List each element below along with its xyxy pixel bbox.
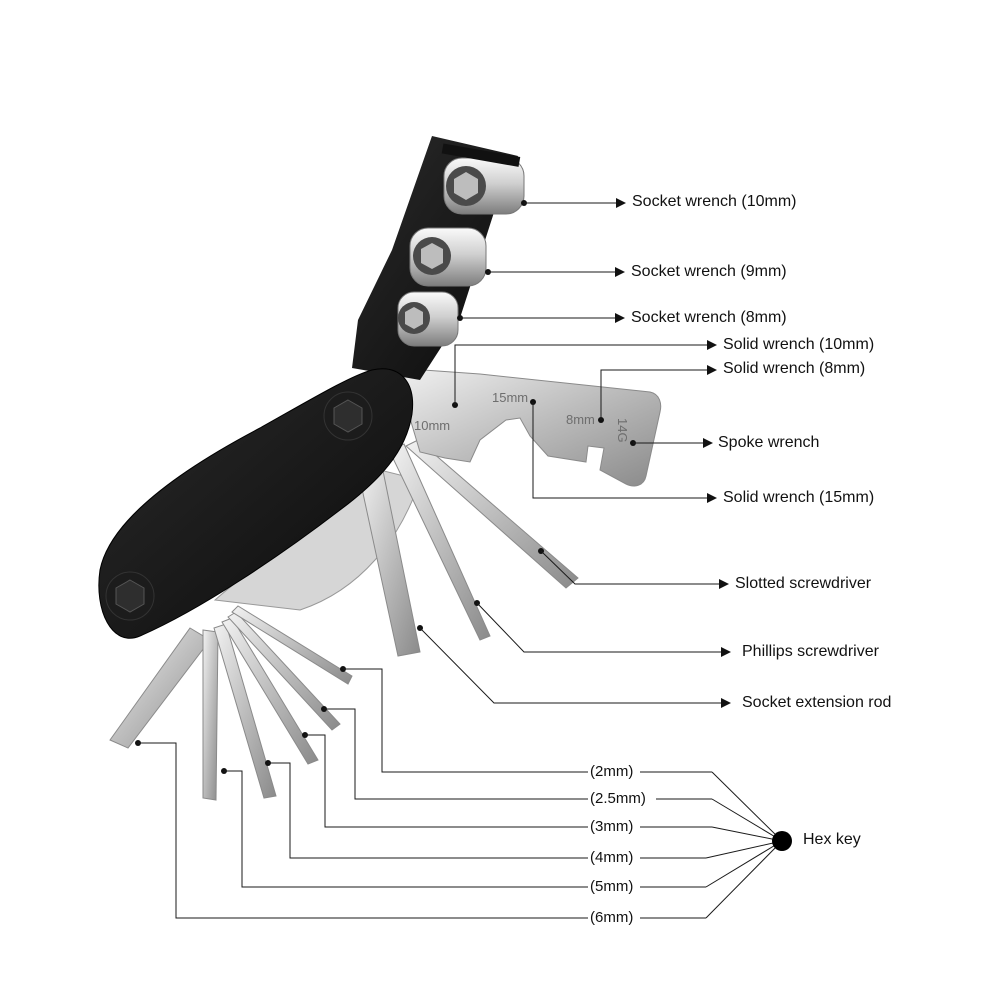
leader-hex-2mm bbox=[340, 666, 712, 773]
engraving-14g: 14G bbox=[615, 418, 630, 443]
label-hex-key: Hex key bbox=[803, 831, 861, 848]
leader-socket-9mm bbox=[485, 267, 625, 277]
bolt-upper bbox=[323, 391, 373, 441]
socket-8mm bbox=[397, 291, 459, 347]
label-slotted-screwdriver: Slotted screwdriver bbox=[735, 575, 872, 592]
label-solid-wrench-10mm: Solid wrench (10mm) bbox=[723, 336, 875, 353]
socket-10mm bbox=[443, 157, 525, 215]
label-hex-3mm: (3mm) bbox=[589, 818, 635, 836]
label-socket-extension-rod: Socket extension rod bbox=[742, 694, 892, 711]
main-handle bbox=[98, 368, 414, 639]
leader-solid-wrench-15mm bbox=[530, 399, 717, 503]
engraving-10mm: 10mm bbox=[414, 418, 450, 433]
label-hex-4mm: (4mm) bbox=[589, 849, 635, 867]
slotted-screwdriver-shape bbox=[405, 439, 579, 589]
callout-leader-lines bbox=[135, 198, 792, 919]
label-hex-2-5mm: (2.5mm) bbox=[589, 790, 647, 808]
solid-wrench-plate: 10mm 15mm 8mm 14G bbox=[394, 367, 662, 487]
leader-hex-5mm bbox=[221, 768, 706, 888]
label-solid-wrench-15mm: Solid wrench (15mm) bbox=[723, 489, 875, 506]
hex-key-6mm bbox=[109, 627, 211, 749]
leader-phillips-screwdriver bbox=[474, 600, 731, 657]
label-phillips-screwdriver: Phillips screwdriver bbox=[742, 643, 879, 660]
hex-key-3mm bbox=[221, 617, 319, 765]
leader-spoke-wrench bbox=[630, 438, 713, 448]
label-socket-wrench-9mm: Socket wrench (9mm) bbox=[631, 263, 787, 280]
hex-key-2mm bbox=[231, 605, 353, 685]
engraving-15mm: 15mm bbox=[492, 390, 528, 405]
socket-9mm bbox=[409, 227, 487, 287]
leader-hex-2-5mm bbox=[321, 706, 712, 800]
leader-hex-6mm bbox=[135, 740, 706, 919]
hex-key-fan-lines bbox=[705, 771, 783, 919]
hex-key-set bbox=[109, 605, 353, 801]
leader-solid-wrench-8mm bbox=[598, 365, 717, 423]
leader-slotted-screwdriver bbox=[538, 548, 729, 589]
socket-holder-ridge bbox=[441, 143, 521, 167]
multi-tool-illustration: 10mm 15mm 8mm 14G bbox=[98, 136, 662, 801]
label-hex-5mm: (5mm) bbox=[589, 878, 635, 896]
leader-solid-wrench-10mm bbox=[452, 340, 717, 408]
leader-socket-extension-rod bbox=[417, 625, 731, 708]
label-hex-6mm: (6mm) bbox=[589, 909, 635, 927]
leader-socket-8mm bbox=[457, 313, 625, 323]
hex-key-hub-dot bbox=[772, 831, 792, 851]
bolt-lower bbox=[105, 571, 155, 621]
label-solid-wrench-8mm: Solid wrench (8mm) bbox=[723, 360, 866, 377]
leader-hex-4mm bbox=[265, 760, 706, 859]
label-hex-2mm: (2mm) bbox=[589, 763, 635, 781]
hex-key-2-5mm bbox=[227, 611, 341, 731]
label-socket-wrench-10mm: Socket wrench (10mm) bbox=[632, 193, 797, 210]
leader-socket-10mm bbox=[521, 198, 626, 208]
label-spoke-wrench: Spoke wrench bbox=[718, 434, 820, 451]
leader-hex-3mm bbox=[302, 732, 712, 828]
socket-arm bbox=[352, 136, 525, 380]
label-socket-wrench-8mm: Socket wrench (8mm) bbox=[631, 309, 787, 326]
hex-key-4mm bbox=[213, 623, 277, 799]
driver-blades bbox=[357, 439, 579, 657]
hex-key-5mm bbox=[202, 629, 219, 801]
engraving-8mm: 8mm bbox=[566, 412, 595, 427]
